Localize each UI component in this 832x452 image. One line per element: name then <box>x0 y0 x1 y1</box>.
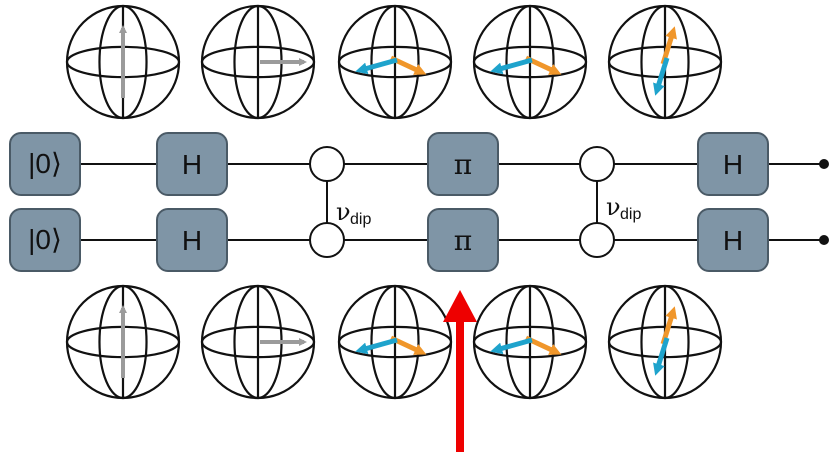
coupling-label-symbol: ν <box>336 198 351 226</box>
spin-vector-blue <box>490 337 533 355</box>
bloch-sphere-row-top <box>65 4 723 120</box>
bloch-sphere-icon <box>65 284 181 400</box>
init-state-gate <box>9 132 81 196</box>
spin-vector-blue <box>490 57 533 75</box>
red-marker-arrow-icon <box>443 290 477 452</box>
wire-end-dot-bottom <box>819 235 829 245</box>
hadamard-label: H <box>182 225 202 256</box>
init-state-gate <box>9 208 81 272</box>
coupling-label-subscript: dip <box>620 206 641 223</box>
pi-label: π <box>454 148 472 181</box>
spin-vector-blue <box>653 337 670 376</box>
coupling-label-subscript: dip <box>350 211 371 228</box>
bloch-sphere-icon <box>607 4 723 120</box>
pi-pulse-gate <box>427 132 499 196</box>
coupling-node <box>579 146 615 182</box>
hadamard-label: H <box>723 225 743 256</box>
spin-vector-blue <box>355 337 398 355</box>
hadamard-gate <box>156 208 228 272</box>
hadamard-gate <box>697 132 769 196</box>
bloch-sphere-row-bottom <box>65 284 723 400</box>
bloch-sphere-icon <box>200 4 316 120</box>
spin-vector-blue <box>653 57 670 96</box>
hadamard-gate <box>156 132 228 196</box>
init-state-label: |0⟩ <box>28 148 62 179</box>
pi-label: π <box>454 224 472 257</box>
bloch-sphere-icon <box>472 284 588 400</box>
bloch-sphere-icon <box>472 4 588 120</box>
coupling-node <box>579 222 615 258</box>
init-state-label: |0⟩ <box>28 224 62 255</box>
bloch-sphere-icon <box>607 284 723 400</box>
coupling-node <box>309 222 345 258</box>
bloch-sphere-icon <box>337 4 453 120</box>
coupling-label-symbol: ν <box>606 193 621 221</box>
coupling-node <box>309 146 345 182</box>
pi-pulse-gate <box>427 208 499 272</box>
bloch-sphere-icon <box>337 284 453 400</box>
hadamard-label: H <box>723 149 743 180</box>
spin-vector-blue <box>355 57 398 75</box>
bloch-sphere-icon <box>65 4 181 120</box>
hadamard-label: H <box>182 149 202 180</box>
bloch-sphere-icon <box>200 284 316 400</box>
hadamard-gate <box>697 208 769 272</box>
wire-end-dot-top <box>819 159 829 169</box>
